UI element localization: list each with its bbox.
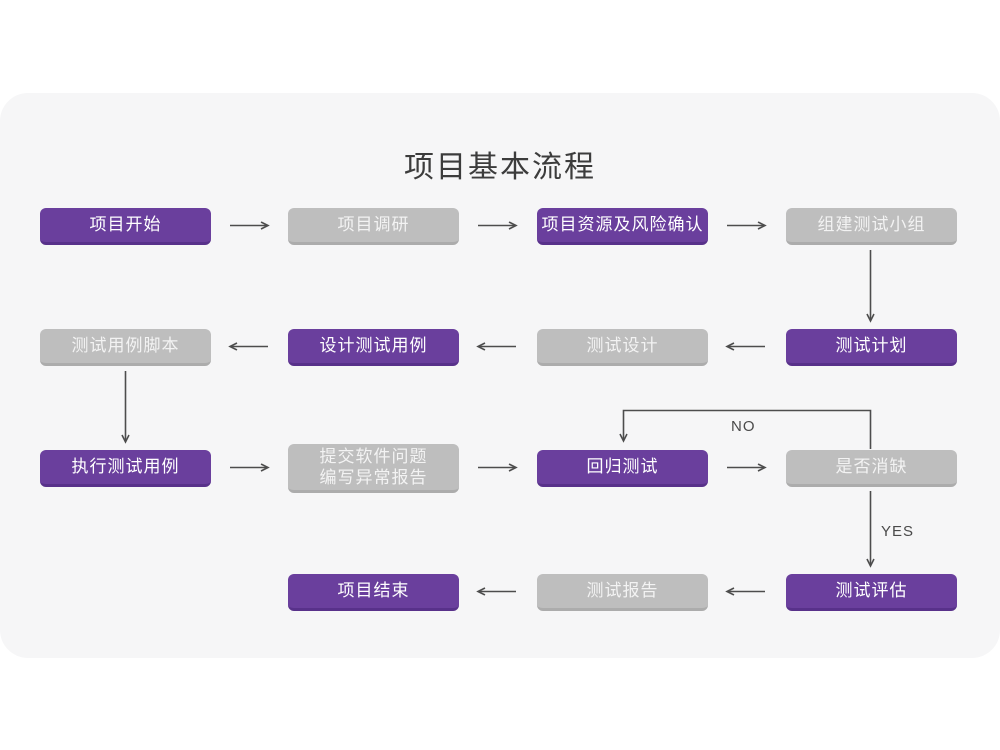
arrow-no-loop-defect-to-regression [624, 409, 872, 449]
node-project-research: 项目调研 [288, 208, 459, 245]
edge-label-no: NO [731, 418, 756, 435]
node-submit-issue-report: 提交软件问题 编写异常报告 [288, 444, 459, 493]
node-regression-test: 回归测试 [537, 450, 708, 487]
node-test-case-script: 测试用例脚本 [40, 329, 211, 366]
node-defect-cleared: 是否消缺 [786, 450, 957, 487]
node-test-report: 测试报告 [537, 574, 708, 611]
edge-label-yes: YES [881, 523, 915, 540]
node-test-design: 测试设计 [537, 329, 708, 366]
node-resource-risk-confirm: 项目资源及风险确认 [537, 208, 708, 245]
flowchart-card-background [0, 93, 1000, 658]
node-project-end: 项目结束 [288, 574, 459, 611]
page-title: 项目基本流程 [404, 151, 596, 184]
node-test-plan: 测试计划 [786, 329, 957, 366]
node-execute-test-cases: 执行测试用例 [40, 450, 211, 487]
node-label-line1: 提交软件问题 [319, 447, 428, 466]
node-design-test-cases: 设计测试用例 [288, 329, 459, 366]
node-label-line2: 编写异常报告 [319, 468, 428, 487]
node-test-evaluation: 测试评估 [786, 574, 957, 611]
node-build-test-team: 组建测试小组 [786, 208, 957, 245]
node-project-start: 项目开始 [40, 208, 211, 245]
